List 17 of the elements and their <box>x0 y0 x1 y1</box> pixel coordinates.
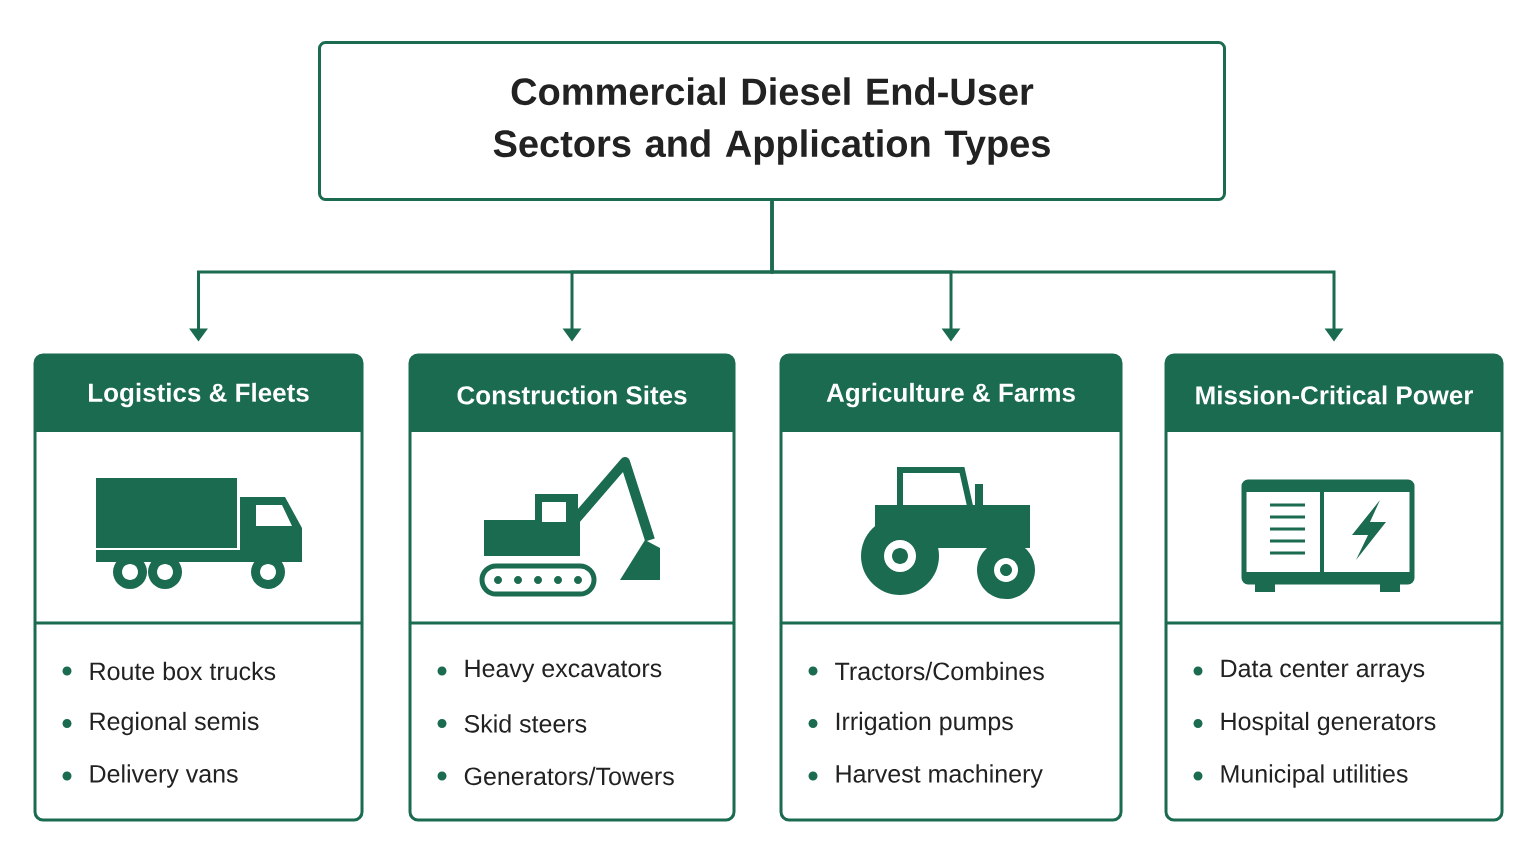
bullet-item: Skid steers <box>437 714 587 733</box>
card-header: Construction Sites <box>410 355 734 432</box>
title-box: Commercial Diesel End-User Sectors and Application Types <box>318 41 1226 201</box>
card-header: Mission-Critical Power <box>1166 355 1502 432</box>
bullet-item: Harvest machinery <box>808 764 1043 788</box>
bullet-item: Irrigation pumps <box>808 711 1013 736</box>
card-header: Agriculture & Farms <box>781 355 1121 432</box>
bullet-item: Municipal utilities <box>1193 764 1408 788</box>
bullet-item: Tractors/Combines <box>808 661 1044 681</box>
card-header: Logistics & Fleets <box>35 355 362 432</box>
bullet-item: Regional semis <box>62 711 259 736</box>
bullet-item: Route box trucks <box>62 661 276 681</box>
bullet-item: Heavy excavators <box>437 659 662 683</box>
bullet-item: Data center arrays <box>1193 659 1425 683</box>
bullet-item: Generators/Towers <box>437 766 674 786</box>
bullet-item: Hospital generators <box>1193 711 1436 736</box>
bullet-item: Delivery vans <box>62 764 238 788</box>
